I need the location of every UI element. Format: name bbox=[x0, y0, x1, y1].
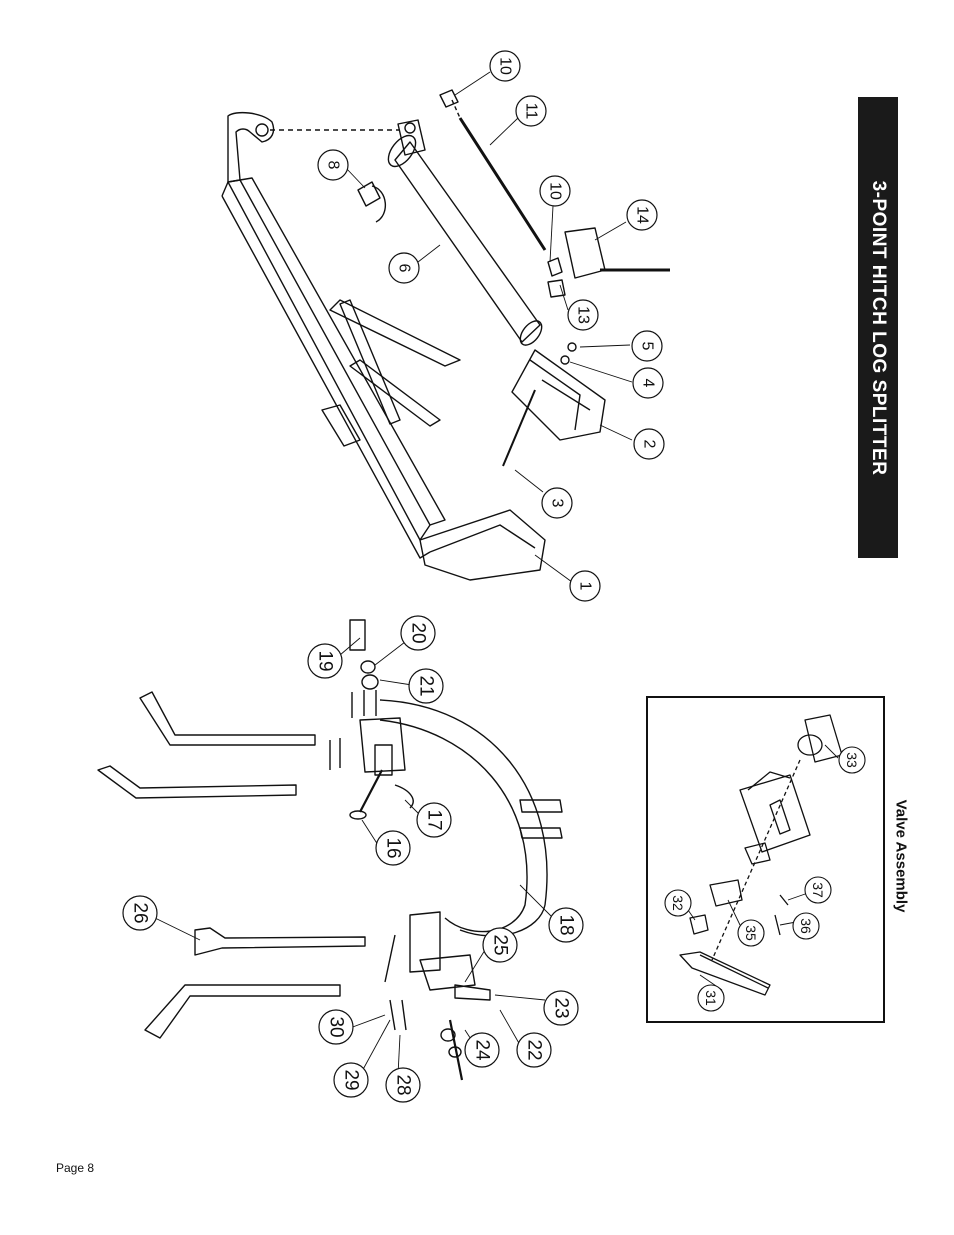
callout-number: 35 bbox=[743, 925, 759, 941]
callout-number: 23 bbox=[551, 997, 572, 1018]
callout-number: 18 bbox=[556, 914, 577, 935]
callouts-hitch bbox=[122, 615, 584, 1103]
callout-bubble bbox=[633, 428, 665, 460]
callout-number: 1 bbox=[577, 582, 594, 591]
callout-bubble bbox=[489, 50, 521, 82]
callout-bubble bbox=[539, 175, 571, 207]
callout-bubble bbox=[482, 927, 518, 963]
callout-bubble bbox=[631, 330, 663, 362]
callout-number: 4 bbox=[640, 379, 657, 388]
callout-bubble bbox=[697, 984, 725, 1012]
callout-bubble bbox=[664, 889, 692, 917]
callout-number: 22 bbox=[524, 1039, 545, 1060]
callout-number: 8 bbox=[325, 161, 342, 170]
callout-bubble bbox=[408, 668, 444, 704]
callout-bubble bbox=[385, 1067, 421, 1103]
callout-number: 37 bbox=[810, 882, 826, 898]
callout-number: 2 bbox=[641, 440, 658, 449]
callout-bubble bbox=[122, 895, 158, 931]
callout-bubble bbox=[569, 570, 601, 602]
callout-bubble bbox=[317, 149, 349, 181]
callout-number: 26 bbox=[130, 902, 151, 923]
callout-bubble bbox=[548, 907, 584, 943]
callout-bubble bbox=[464, 1032, 500, 1068]
callout-number: 29 bbox=[341, 1069, 362, 1090]
callout-bubble bbox=[632, 367, 664, 399]
page-title: 3-POINT HITCH LOG SPLITTER bbox=[868, 180, 889, 475]
callout-bubble bbox=[541, 487, 573, 519]
callout-number: 11 bbox=[523, 103, 540, 120]
callout-number: 5 bbox=[639, 342, 656, 351]
page-number: Page 8 bbox=[56, 1161, 95, 1175]
callout-number: 28 bbox=[393, 1074, 414, 1095]
hitch-frame-drawing bbox=[97, 619, 563, 1081]
callout-number: 6 bbox=[396, 264, 413, 273]
callout-bubble bbox=[516, 1032, 552, 1068]
callout-bubble bbox=[838, 746, 866, 774]
callout-number: 13 bbox=[575, 306, 592, 324]
callout-bubble bbox=[737, 919, 765, 947]
callout-number: 24 bbox=[472, 1039, 493, 1061]
callout-bubble bbox=[626, 199, 658, 231]
callout-bubble bbox=[333, 1062, 369, 1098]
callout-bubble bbox=[400, 615, 436, 651]
valve-assembly-drawing bbox=[679, 714, 843, 996]
callout-number: 31 bbox=[703, 990, 719, 1006]
callout-bubble bbox=[804, 876, 832, 904]
callout-number: 17 bbox=[424, 809, 445, 830]
callout-number: 36 bbox=[798, 918, 814, 934]
callout-number: 32 bbox=[670, 895, 686, 911]
callout-bubble bbox=[543, 990, 579, 1026]
callout-number: 19 bbox=[315, 650, 336, 671]
callout-bubble bbox=[416, 802, 452, 838]
callout-bubble bbox=[792, 912, 820, 940]
callout-number: 33 bbox=[844, 752, 860, 768]
callout-number: 16 bbox=[383, 837, 404, 858]
callout-bubble bbox=[515, 95, 547, 127]
callout-number: 10 bbox=[547, 182, 564, 200]
splitter-beam-drawing bbox=[221, 89, 670, 581]
callouts-main bbox=[317, 50, 665, 602]
callouts-valve bbox=[664, 746, 866, 1012]
callout-bubble bbox=[318, 1009, 354, 1045]
callout-bubble bbox=[388, 252, 420, 284]
callout-number: 14 bbox=[634, 206, 651, 224]
inset-label: Valve Assembly bbox=[892, 799, 910, 913]
callout-bubble bbox=[307, 643, 343, 679]
section-title-bar: 3-POINT HITCH LOG SPLITTER bbox=[858, 97, 898, 558]
callout-number: 20 bbox=[408, 622, 429, 643]
callout-bubble bbox=[375, 830, 411, 866]
callout-number: 25 bbox=[490, 934, 511, 955]
callout-number: 30 bbox=[326, 1016, 347, 1037]
callout-number: 10 bbox=[497, 57, 514, 75]
callout-number: 21 bbox=[416, 675, 437, 696]
callout-bubble bbox=[567, 299, 599, 331]
valve-assembly-inset bbox=[646, 696, 885, 1023]
callout-number: 3 bbox=[549, 499, 566, 508]
